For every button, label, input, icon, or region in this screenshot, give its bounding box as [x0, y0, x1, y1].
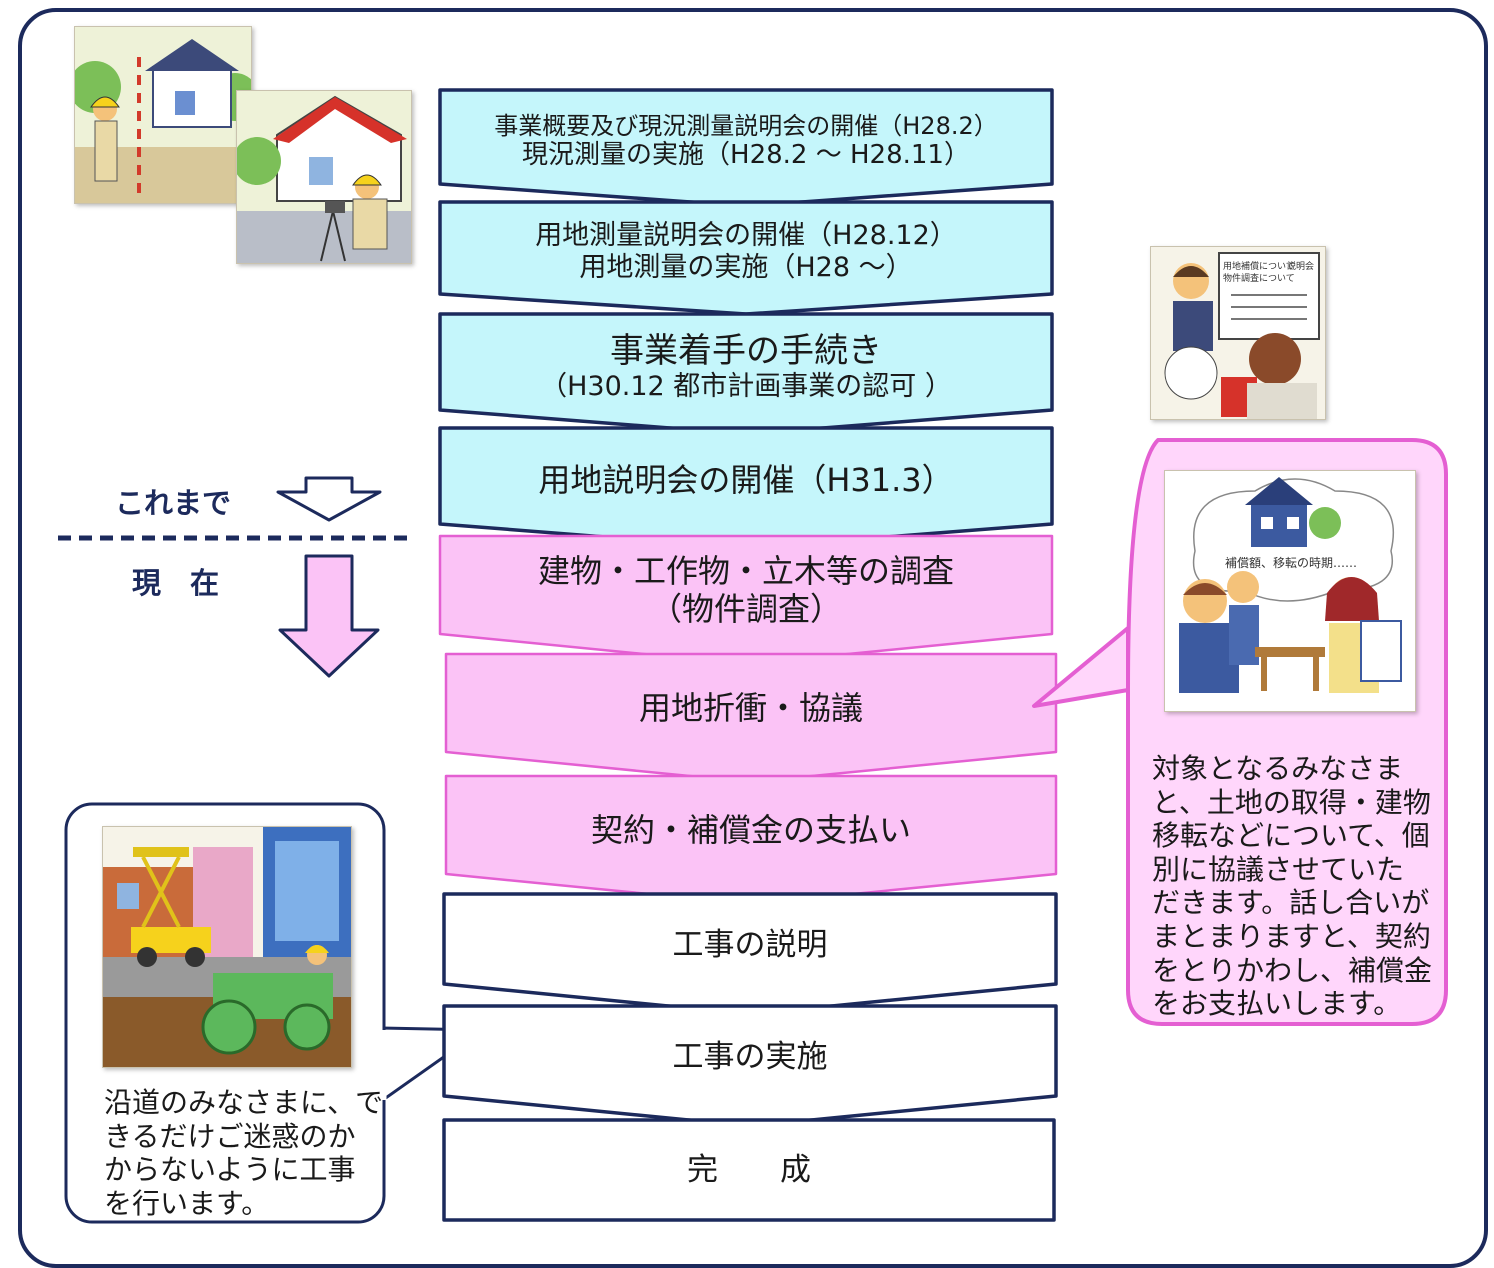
- step-label-line: 事業概要及び現況測量説明会の開催（H28.2）: [494, 112, 998, 140]
- whiteboard-text-1: 用地補償について: [1223, 260, 1295, 272]
- step-arrow-3: [438, 312, 1054, 436]
- construction-line: を行います。: [104, 1186, 270, 1220]
- step-label-3: 事業着手の手続き（H30.12 都市計画事業の認可 ）: [440, 314, 1052, 420]
- step-arrow-8: [442, 892, 1058, 1016]
- step-label-line: 用地測量説明会の開催（H28.12）: [535, 220, 957, 252]
- step-label-line: 事業着手の手続き: [610, 331, 882, 372]
- step-arrow-7: [444, 774, 1058, 906]
- step-arrow-1: [438, 88, 1054, 208]
- survey-illustration-2: [233, 90, 412, 264]
- step-label-6: 用地折衝・協議: [446, 654, 1056, 764]
- step-label-2: 用地測量説明会の開催（H28.12）用地測量の実施（H28 ～）: [440, 202, 1052, 302]
- until-now-arrow: [276, 476, 382, 522]
- step-label-line: 現況測量の実施（H28.2 ～ H28.11）: [522, 140, 970, 171]
- step-label-line: 工事の説明: [672, 926, 828, 963]
- step-label-line: （H30.12 都市計画事業の認可 ）: [540, 371, 952, 403]
- step-label-5: 建物・工作物・立木等の調査（物件調査）: [440, 536, 1052, 646]
- negotiation-line: と、土地の取得・建物: [1152, 785, 1431, 819]
- step-arrow-6: [444, 652, 1058, 784]
- present-label: 現 在: [132, 566, 220, 600]
- step-arrow-2: [438, 200, 1054, 316]
- step-label-line: 工事の実施: [672, 1038, 828, 1075]
- step-label-10: 完 成: [444, 1120, 1054, 1220]
- whiteboard-text-3: 説明会: [1287, 260, 1314, 272]
- survey-illustration-1: [69, 26, 259, 204]
- negotiation-line: まとまりますと、契約: [1152, 919, 1431, 953]
- negotiation-line: 移転などについて、個: [1152, 819, 1430, 853]
- construction-illustration: [102, 826, 352, 1068]
- step-label-1: 事業概要及び現況測量説明会の開催（H28.2）現況測量の実施（H28.2 ～ H…: [440, 90, 1052, 193]
- negotiation-line: 対象となるみなさま: [1152, 752, 1404, 785]
- step-label-line: 用地測量の実施（H28 ～）: [579, 252, 913, 283]
- thought-text: 補償額、移転の時期……: [1225, 556, 1357, 570]
- briefing-illustration: 用地補償について 物件調査について 説明会: [1150, 246, 1326, 420]
- step-label-4: 用地説明会の開催（H31.3）: [440, 428, 1052, 534]
- negotiation-illustration: 補償額、移転の時期……: [1164, 470, 1416, 712]
- negotiation-line: 別に協議させていた: [1152, 852, 1405, 886]
- step-arrow-10: [442, 1118, 1056, 1222]
- until-now-label: これまで: [115, 486, 232, 520]
- construction-line: きるだけご迷惑のか: [104, 1119, 356, 1153]
- negotiation-line: をお支払いします。: [1152, 987, 1402, 1021]
- step-label-line: 建物・工作物・立木等の調査: [537, 552, 954, 591]
- construction-line: からないように工事: [104, 1153, 356, 1187]
- step-label-8: 工事の説明: [444, 894, 1056, 996]
- construction-line: 沿道のみなさまに、で: [104, 1086, 384, 1119]
- step-label-line: 用地説明会の開催（H31.3）: [538, 461, 954, 500]
- step-label-line: （物件調査）: [649, 590, 842, 628]
- step-label-line: 完 成: [687, 1151, 811, 1188]
- construction-callout-text: 沿道のみなさまに、で きるだけご迷惑のか からないように工事 を行います。: [104, 1086, 383, 1220]
- step-label-9: 工事の実施: [444, 1006, 1056, 1108]
- step-label-line: 契約・補償金の支払い: [590, 811, 911, 850]
- negotiation-line: だきます。話し合いが: [1152, 886, 1430, 920]
- step-label-7: 契約・補償金の支払い: [446, 776, 1056, 886]
- present-down-arrow: [278, 554, 380, 678]
- whiteboard-text-2: 物件調査について: [1223, 272, 1295, 284]
- negotiation-line: をとりかわし、補償金: [1152, 953, 1433, 987]
- step-arrow-5: [438, 534, 1054, 666]
- step-arrow-9: [442, 1004, 1058, 1128]
- step-label-line: 用地折衝・協議: [638, 689, 863, 728]
- negotiation-callout-text: 対象となるみなさま と、土地の取得・建物 移転などについて、個 別に協議させてい…: [1152, 752, 1432, 1021]
